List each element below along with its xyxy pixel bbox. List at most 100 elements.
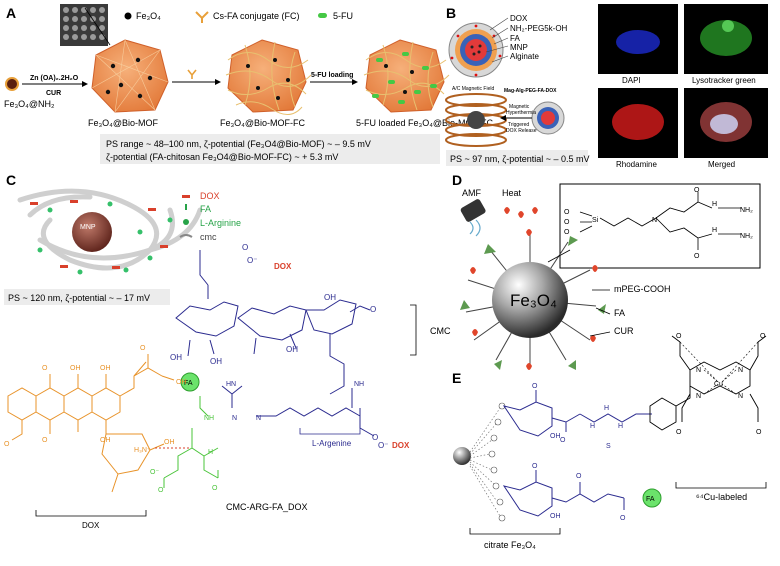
e-oh-1: OH xyxy=(550,433,561,440)
release-label-1: Magnetic xyxy=(509,104,530,110)
panel-c: C MNP DOX FA L-Arginine cmc PS ~ 120 nm,… xyxy=(4,172,451,530)
panel-b-letter: B xyxy=(446,5,456,21)
heat-label: Heat xyxy=(502,188,522,198)
e-fa-tag-circle xyxy=(642,488,662,508)
layer-fa: FA xyxy=(510,34,520,43)
c-oh-4: OH xyxy=(324,293,336,302)
legend-arg-icon xyxy=(183,219,189,225)
dox-molecules xyxy=(30,200,168,269)
panel-c-info-box xyxy=(4,289,170,305)
c-coo-1: O⁻ xyxy=(247,256,257,265)
panel-b: B DOX NH₂-PEG5k-OH FA MNP Alginate A/C M… xyxy=(445,4,768,169)
c-oh-7: OH xyxy=(100,437,111,444)
panel-d: D AMF Heat O O O Si N O O H H NH₂ NH₂ xyxy=(452,172,761,370)
fu-legend-icon xyxy=(318,13,327,18)
mnp-label: MNP xyxy=(80,224,96,231)
coil-sample xyxy=(467,111,485,129)
layer-dox: DOX xyxy=(510,14,528,23)
panel-a-info-2: ζ-potential (FA-chitosan Fe₃O4@Bio-MOF-F… xyxy=(106,152,338,162)
panel-b-info-box xyxy=(446,150,588,166)
d-nh2-1: NH₂ xyxy=(740,207,753,214)
mof-crystal-image xyxy=(60,4,108,46)
c-o-1: O xyxy=(242,243,248,252)
e-n-1: N xyxy=(696,367,701,374)
c-dox-tag-2: DOX xyxy=(392,441,410,450)
d-o-5: O xyxy=(694,253,700,260)
c-h3n: H₃N⁺ xyxy=(134,447,151,454)
c-oh-2: OH xyxy=(210,357,222,366)
e-o-9: O xyxy=(620,515,626,522)
d-n: N xyxy=(652,217,657,224)
dapi-caption: DAPI xyxy=(622,76,641,85)
fa-triangles xyxy=(460,236,606,370)
citrate-label: citrate Fe₃O₄ xyxy=(484,540,536,550)
c-n-1: N xyxy=(232,415,237,422)
panel-c-title: CMC-ARG-FA_DOX xyxy=(226,502,308,512)
mof-fc-particle xyxy=(225,39,312,115)
panel-a-info-1: PS range ~ 48–100 nm, ζ-potential (Fe₃O4… xyxy=(106,139,371,149)
loaded-label: 5-FU loaded Fe₃O₄@Bio-MOF-FC xyxy=(356,118,494,128)
d-o-3: O xyxy=(564,229,570,236)
loaded-particle xyxy=(363,39,450,113)
d-si: Si xyxy=(592,217,599,224)
layer-alginate: Alginate xyxy=(510,52,539,61)
legend-5fu: 5-FU xyxy=(333,11,353,21)
d-o-4: O xyxy=(694,187,700,194)
legend-dox-icon xyxy=(182,195,190,198)
cmc-label: CMC xyxy=(430,326,451,336)
citrate-fe3o4-core xyxy=(453,447,471,465)
c-nh-2: NH xyxy=(204,415,214,422)
c-h-1: H xyxy=(208,449,213,456)
reagents-top: Zn (OA)₂.2H₂O xyxy=(30,75,79,82)
legend-cmc: cmc xyxy=(200,232,217,242)
c-o-6: O xyxy=(42,365,48,372)
reagents-bottom: CUR xyxy=(46,90,61,97)
c-dox-tag-1: DOX xyxy=(274,262,292,271)
e-oh-2: OH xyxy=(550,513,561,520)
e-n-3: N xyxy=(696,393,701,400)
c-nh-1: NH xyxy=(354,381,364,388)
d-h-2: H xyxy=(712,227,717,234)
release-label-2: Hyperthermia xyxy=(506,110,536,116)
precursor-label: Fe₃O₄@NH₂ xyxy=(4,99,55,109)
citrate-bonds xyxy=(469,407,501,517)
e-h-1: H xyxy=(590,423,595,430)
citrate-upper xyxy=(502,390,652,437)
d-nh2-2: NH₂ xyxy=(740,233,753,240)
loading-arrow-label: 5-FU loading xyxy=(311,72,353,79)
fe3o4-core-label: Fe₃O₄ xyxy=(510,291,557,310)
e-n-2: N xyxy=(738,367,743,374)
citrate-oxygens xyxy=(488,402,506,522)
amf-device xyxy=(460,199,486,222)
fe3o4-legend-dot xyxy=(124,12,132,20)
dox-structure xyxy=(7,354,175,493)
heat-flames xyxy=(504,207,538,218)
cs-fa-legend-icon xyxy=(195,11,209,23)
d-o-2: O xyxy=(564,219,570,226)
e-o-7: O xyxy=(532,463,538,470)
legend-fe3o4: Fe₃O₄ xyxy=(136,11,161,21)
e-h-3: H xyxy=(618,423,623,430)
panel-a: A Fe₃O₄ Cs-FA conjugate (FC) 5-FU Fe₃O₄@… xyxy=(4,4,494,164)
e-h-2: H xyxy=(604,405,609,412)
c-o-7: O xyxy=(42,437,48,444)
c-o-8: O xyxy=(4,441,10,448)
legend-dox: DOX xyxy=(200,191,220,201)
e-n-4: N xyxy=(738,393,743,400)
c-oh-1: OH xyxy=(170,353,182,362)
arginine-molecules xyxy=(37,201,173,275)
layer-pointers xyxy=(485,17,509,63)
cu-label: ⁶⁴Cu-labeled xyxy=(696,492,747,502)
d-h-1: H xyxy=(712,201,717,208)
c-coo-3: O⁻ xyxy=(150,469,159,476)
c-o-5: O xyxy=(158,487,164,494)
silane-structure-box xyxy=(559,183,761,269)
cu-coordination xyxy=(679,341,759,395)
fa-tag-circle xyxy=(180,372,200,392)
arg-bracket xyxy=(299,428,361,435)
panel-a-info-box xyxy=(100,134,440,164)
legend-cs-fa: Cs-FA conjugate (FC) xyxy=(213,11,300,21)
legend-arginine: L-Arginine xyxy=(200,218,241,228)
